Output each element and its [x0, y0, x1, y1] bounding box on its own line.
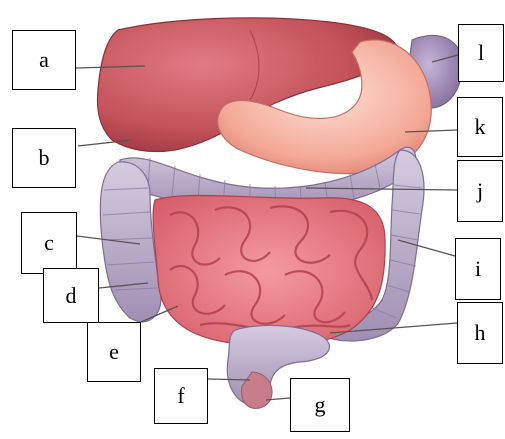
- label-l: l: [458, 24, 504, 82]
- label-c: c: [21, 212, 77, 274]
- label-d: d: [43, 268, 99, 323]
- label-a: a: [12, 30, 76, 90]
- label-b: b: [12, 128, 76, 188]
- label-k: k: [457, 97, 503, 157]
- label-j: j: [457, 160, 503, 222]
- label-i: i: [455, 238, 501, 300]
- label-g: g: [290, 378, 350, 432]
- label-f: f: [154, 368, 208, 424]
- label-h: h: [457, 302, 503, 364]
- label-e: e: [87, 322, 141, 382]
